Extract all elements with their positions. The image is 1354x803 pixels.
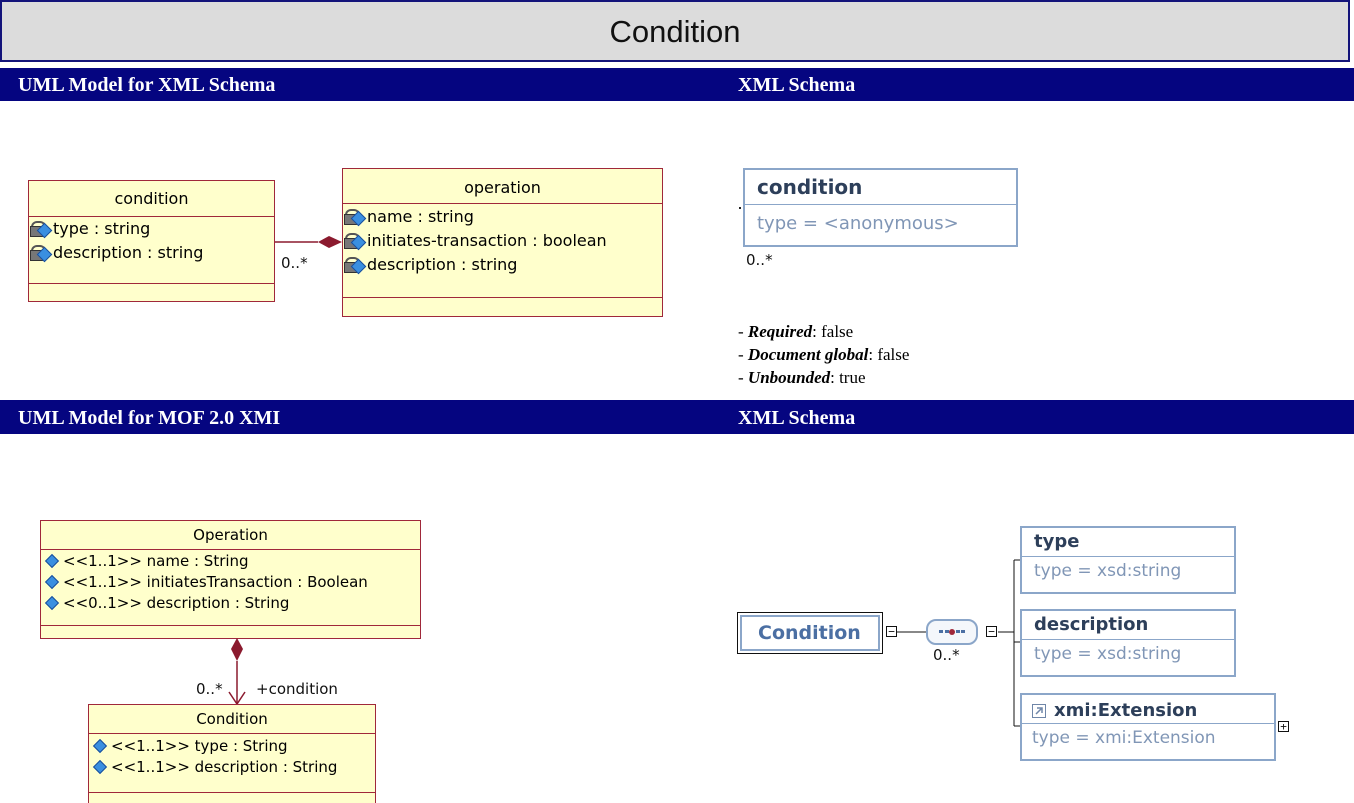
element-type: type = xmi:Extension bbox=[1032, 728, 1216, 748]
attribute-row: type : string bbox=[29, 219, 274, 238]
uml-class-operation-xmi[interactable]: Operation <<1..1>> name : String <<1..1>… bbox=[40, 520, 421, 639]
xsd-tree-connectors bbox=[894, 559, 1020, 727]
attribute-row: description : string bbox=[29, 243, 274, 262]
attribute-label: <<1..1>> type : String bbox=[111, 737, 288, 755]
attribute-label: <<1..1>> name : String bbox=[63, 552, 249, 570]
page-title: Condition bbox=[609, 14, 741, 49]
collapse-icon[interactable]: − bbox=[986, 626, 997, 637]
section-header-2 bbox=[0, 400, 1354, 434]
element-name: Condition bbox=[758, 622, 861, 644]
collapse-icon[interactable]: − bbox=[886, 626, 897, 637]
attribute-label: description : string bbox=[53, 243, 204, 262]
element-type: type = <anonymous> bbox=[757, 213, 959, 234]
lock-attribute-icon bbox=[343, 208, 367, 226]
uml-class-operation[interactable]: operation name : string initiates-transa… bbox=[342, 168, 663, 317]
class-name: condition bbox=[114, 189, 189, 208]
attribute-label: type : string bbox=[53, 219, 151, 238]
sequence-compositor-icon[interactable] bbox=[926, 619, 978, 645]
element-name: type bbox=[1034, 531, 1080, 552]
element-type: type = xsd:string bbox=[1034, 644, 1182, 664]
attribute-row: description : string bbox=[343, 255, 662, 274]
xsd-element-root[interactable]: Condition bbox=[737, 612, 883, 654]
property-value: : false bbox=[868, 345, 910, 364]
attribute-label: <<0..1>> description : String bbox=[63, 594, 290, 612]
attribute-diamond-icon bbox=[44, 553, 60, 569]
section-title-uml-xsd: UML Model for XML Schema bbox=[18, 74, 276, 96]
composition-connector bbox=[275, 236, 342, 248]
composition-diamond-icon bbox=[231, 638, 243, 661]
compositor-multiplicity: 0..* bbox=[933, 646, 960, 664]
element-name: description bbox=[1034, 614, 1149, 635]
class-name: Operation bbox=[193, 526, 268, 544]
property-document-global: - Document global: false bbox=[738, 345, 910, 364]
attribute-row: name : string bbox=[343, 207, 662, 226]
attribute-label: initiates-transaction : boolean bbox=[367, 231, 607, 250]
attribute-label: <<1..1>> initiatesTransaction : Boolean bbox=[63, 573, 368, 591]
attribute-label: description : string bbox=[367, 255, 518, 274]
uml-class-condition-xmi[interactable]: Condition <<1..1>> type : String <<1..1>… bbox=[88, 704, 376, 803]
class-name: Condition bbox=[196, 710, 268, 728]
class-name: operation bbox=[464, 178, 541, 197]
property-value: : true bbox=[830, 368, 866, 387]
attribute-row: <<1..1>> type : String bbox=[89, 737, 375, 755]
element-type: type = xsd:string bbox=[1034, 561, 1182, 581]
composition-connector-xmi bbox=[228, 638, 246, 706]
lock-attribute-icon bbox=[343, 232, 367, 250]
attribute-row: <<1..1>> name : String bbox=[41, 552, 420, 570]
attribute-diamond-icon bbox=[44, 595, 60, 611]
attribute-row: <<1..1>> description : String bbox=[89, 758, 375, 776]
property-label: Unbounded bbox=[747, 368, 831, 387]
uml-class-condition[interactable]: condition type : string description : st… bbox=[28, 180, 275, 302]
section-title-xml-schema-2: XML Schema bbox=[738, 407, 856, 429]
section-title-xml-schema-1: XML Schema bbox=[738, 74, 856, 96]
attribute-diamond-icon bbox=[92, 738, 108, 754]
expand-icon[interactable]: + bbox=[1278, 721, 1289, 732]
attribute-row: <<1..1>> initiatesTransaction : Boolean bbox=[41, 573, 420, 591]
element-multiplicity: 0..* bbox=[746, 251, 773, 269]
section-header-1 bbox=[0, 68, 1354, 101]
lock-attribute-icon bbox=[343, 256, 367, 274]
composition-diamond-icon bbox=[318, 236, 342, 248]
element-name: condition bbox=[757, 175, 863, 199]
attribute-row: <<0..1>> description : String bbox=[41, 594, 420, 612]
attribute-row: initiates-transaction : boolean bbox=[343, 231, 662, 250]
xsd-element-type[interactable]: type type = xsd:string bbox=[1020, 526, 1236, 594]
lock-attribute-icon bbox=[29, 220, 53, 238]
attribute-label: name : string bbox=[367, 207, 474, 226]
property-required: - Required: false bbox=[738, 322, 854, 341]
section-title-uml-xmi: UML Model for MOF 2.0 XMI bbox=[18, 407, 281, 429]
attribute-label: <<1..1>> description : String bbox=[111, 758, 338, 776]
xsd-element-extension[interactable]: xmi:Extension type = xmi:Extension bbox=[1020, 693, 1276, 761]
element-name-row: xmi:Extension bbox=[1022, 695, 1274, 723]
association-multiplicity: 0..* bbox=[196, 680, 223, 698]
xsd-element-description[interactable]: description type = xsd:string bbox=[1020, 609, 1236, 677]
association-multiplicity: 0..* bbox=[281, 254, 308, 272]
attribute-diamond-icon bbox=[92, 759, 108, 775]
property-value: : false bbox=[812, 322, 854, 341]
attribute-diamond-icon bbox=[44, 574, 60, 590]
connector-dot bbox=[739, 207, 741, 209]
lock-attribute-icon bbox=[29, 244, 53, 262]
reference-arrow-icon bbox=[1032, 703, 1046, 718]
property-unbounded: - Unbounded: true bbox=[738, 368, 866, 387]
association-role: +condition bbox=[256, 680, 338, 698]
property-label: Document global bbox=[747, 345, 869, 364]
element-name: xmi:Extension bbox=[1054, 700, 1198, 721]
property-label: Required bbox=[747, 322, 813, 341]
xsd-element-condition[interactable]: condition type = <anonymous> bbox=[743, 168, 1018, 247]
page-title-bar: Condition bbox=[0, 0, 1350, 62]
